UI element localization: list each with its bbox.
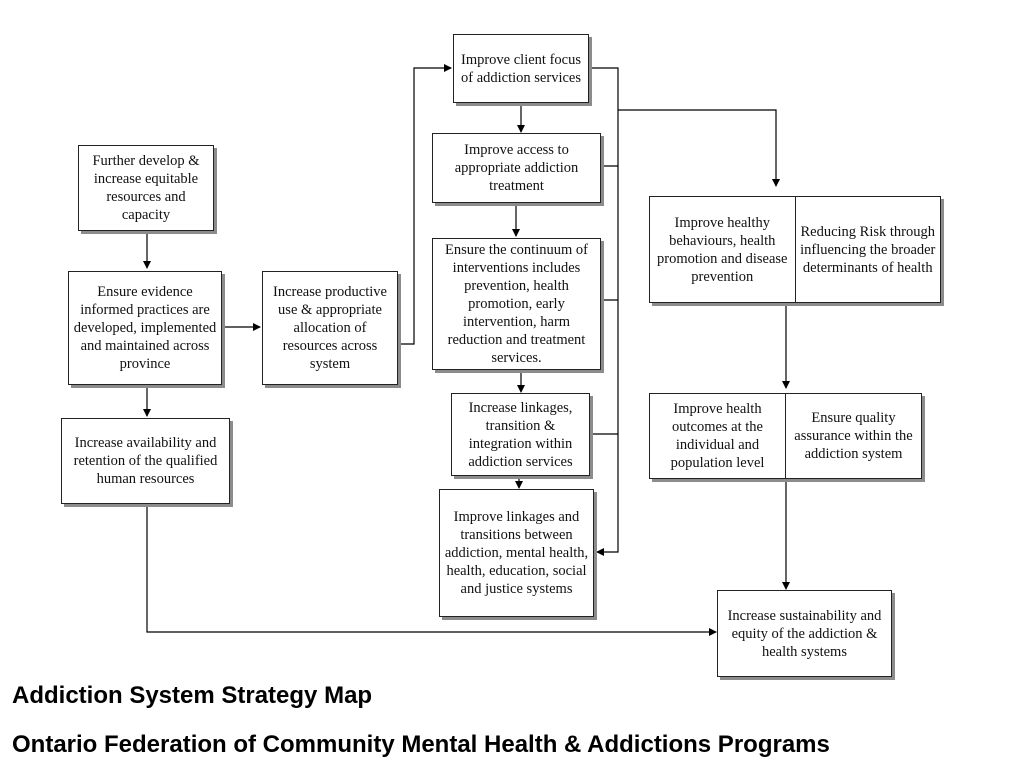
node-health-outcomes-text: Improve health outcomes at the individua… — [670, 401, 765, 471]
node-quality-assurance-text: Ensure quality assurance within the addi… — [794, 410, 913, 462]
node-reducing-risk: Reducing Risk through influencing the br… — [796, 197, 941, 302]
node-health-outcomes: Improve health outcomes at the individua… — [650, 394, 786, 478]
connector-productive-to-client — [397, 64, 452, 345]
connector-availability-to-sustainability — [146, 503, 717, 636]
connector-to-health-cluster — [618, 109, 780, 187]
node-client-focus-text: Improve client focus of addiction servic… — [461, 51, 581, 86]
node-evidence-practices-text: Ensure evidence informed practices are d… — [73, 284, 217, 372]
node-continuum: Ensure the continuum of interventions in… — [432, 238, 601, 370]
node-continuum-text: Ensure the continuum of interventions in… — [445, 242, 588, 366]
node-healthy-behaviours-text: Improve healthy behaviours, health promo… — [657, 214, 788, 285]
connector-right-bus — [589, 67, 619, 556]
node-further-develop-text: Further develop & increase equitable res… — [92, 153, 200, 223]
node-further-develop: Further develop & increase equitable res… — [78, 145, 214, 231]
node-access-treatment: Improve access to appropriate addiction … — [432, 133, 601, 203]
node-evidence-practices: Ensure evidence informed practices are d… — [68, 271, 222, 385]
node-sustainability-text: Increase sustainability and equity of th… — [727, 607, 882, 660]
node-health-cluster: Improve healthy behaviours, health promo… — [649, 196, 941, 303]
node-access-treatment-text: Improve access to appropriate addiction … — [454, 142, 579, 194]
node-quality-assurance: Ensure quality assurance within the addi… — [786, 394, 921, 478]
node-sustainability: Increase sustainability and equity of th… — [717, 590, 892, 677]
node-linkages-within: Increase linkages, transition & integrat… — [451, 393, 590, 476]
page-title: Addiction System Strategy Map — [12, 682, 373, 709]
node-client-focus: Improve client focus of addiction servic… — [453, 34, 589, 103]
page-subtitle: Ontario Federation of Community Mental H… — [12, 731, 830, 758]
node-reducing-risk-text: Reducing Risk through influencing the br… — [800, 223, 936, 276]
node-outcomes-cluster: Improve health outcomes at the individua… — [649, 393, 922, 479]
node-healthy-behaviours: Improve healthy behaviours, health promo… — [650, 197, 796, 302]
node-productive-use: Increase productive use & appropriate al… — [262, 271, 398, 385]
node-linkages-between-text: Improve linkages and transitions between… — [444, 509, 589, 597]
node-productive-use-text: Increase productive use & appropriate al… — [273, 284, 387, 372]
node-availability-retention: Increase availability and retention of t… — [61, 418, 230, 504]
node-linkages-within-text: Increase linkages, transition & integrat… — [468, 399, 573, 470]
node-availability-retention-text: Increase availability and retention of t… — [73, 435, 218, 487]
node-linkages-between: Improve linkages and transitions between… — [439, 489, 594, 617]
